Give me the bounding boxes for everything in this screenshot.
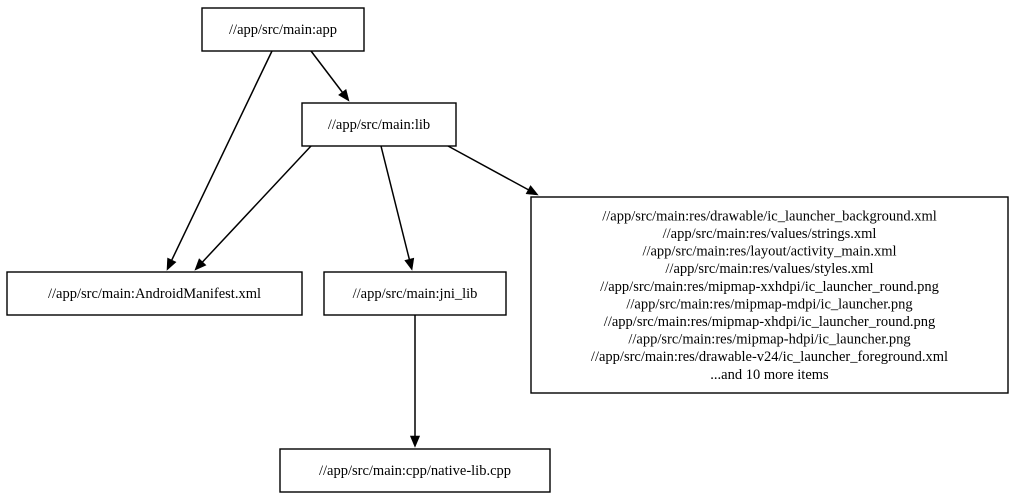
node-label: //app/src/main:lib xyxy=(328,117,430,133)
edge-line xyxy=(310,50,343,93)
nodes-layer: //app/src/main:app //app/src/main:lib //ap… xyxy=(6,7,1009,493)
graph-node-jni_lib[interactable]: //app/src/main:jni_lib xyxy=(323,271,507,316)
edge-jni-lib-to-native-lib xyxy=(409,315,421,448)
arrowhead-icon xyxy=(194,258,207,271)
node-label-line: //app/src/main:res/values/strings.xml xyxy=(663,226,877,242)
arrowhead-icon xyxy=(338,88,350,102)
node-label: //app/src/main:cpp/native-lib.cpp xyxy=(319,463,511,479)
node-label-line: //app/src/main:res/mipmap-xxhdpi/ic_laun… xyxy=(600,279,939,295)
edge-lib-to-manifest xyxy=(194,145,312,271)
arrowhead-icon xyxy=(409,435,421,448)
node-label-line: //app/src/main:res/values/styles.xml xyxy=(665,261,873,277)
graph-node-manifest[interactable]: //app/src/main:AndroidManifest.xml xyxy=(6,271,303,316)
arrowhead-icon xyxy=(166,257,177,271)
arrowhead-icon xyxy=(404,257,415,271)
node-box[interactable] xyxy=(6,271,303,316)
graph-node-lib[interactable]: //app/src/main:lib xyxy=(301,102,457,147)
node-box[interactable] xyxy=(279,448,551,493)
node-label-line: //app/src/main:res/drawable-v24/ic_launc… xyxy=(591,349,948,365)
node-box[interactable] xyxy=(530,196,1009,394)
edge-app-to-manifest xyxy=(166,50,273,271)
node-label: //app/src/main:AndroidManifest.xml xyxy=(48,286,261,302)
graph-node-app[interactable]: //app/src/main:app xyxy=(201,7,365,52)
node-label-line: //app/src/main:res/mipmap-xhdpi/ic_launc… xyxy=(604,314,935,330)
arrowhead-icon xyxy=(525,185,539,196)
node-label: //app/src/main:jni_lib xyxy=(353,286,478,302)
graph-node-native_lib[interactable]: //app/src/main:cpp/native-lib.cpp xyxy=(279,448,551,493)
node-label-line: //app/src/main:res/mipmap-mdpi/ic_launch… xyxy=(626,296,912,312)
node-label: //app/src/main:app xyxy=(229,22,337,38)
edge-lib-to-jni-lib xyxy=(380,145,415,271)
edge-line xyxy=(447,145,529,191)
edges-layer xyxy=(166,50,539,448)
node-box[interactable] xyxy=(323,271,507,316)
node-label-line: //app/src/main:res/mipmap-hdpi/ic_launch… xyxy=(628,332,910,348)
node-box[interactable] xyxy=(301,102,457,147)
edge-line xyxy=(171,50,273,261)
node-box[interactable] xyxy=(201,7,365,52)
edge-line xyxy=(201,145,312,263)
node-label-line: //app/src/main:res/layout/activity_main.… xyxy=(642,244,896,260)
node-label-line: //app/src/main:res/drawable/ic_launcher_… xyxy=(602,208,937,224)
node-label-line: ...and 10 more items xyxy=(710,367,829,383)
edge-app-to-lib xyxy=(310,50,350,102)
edge-line xyxy=(380,145,411,260)
graph-node-resources[interactable]: //app/src/main:res/drawable/ic_launcher_… xyxy=(530,196,1009,394)
node-label: //app/src/main:res/drawable/ic_launcher_… xyxy=(591,208,948,382)
edge-lib-to-resources xyxy=(447,145,539,196)
